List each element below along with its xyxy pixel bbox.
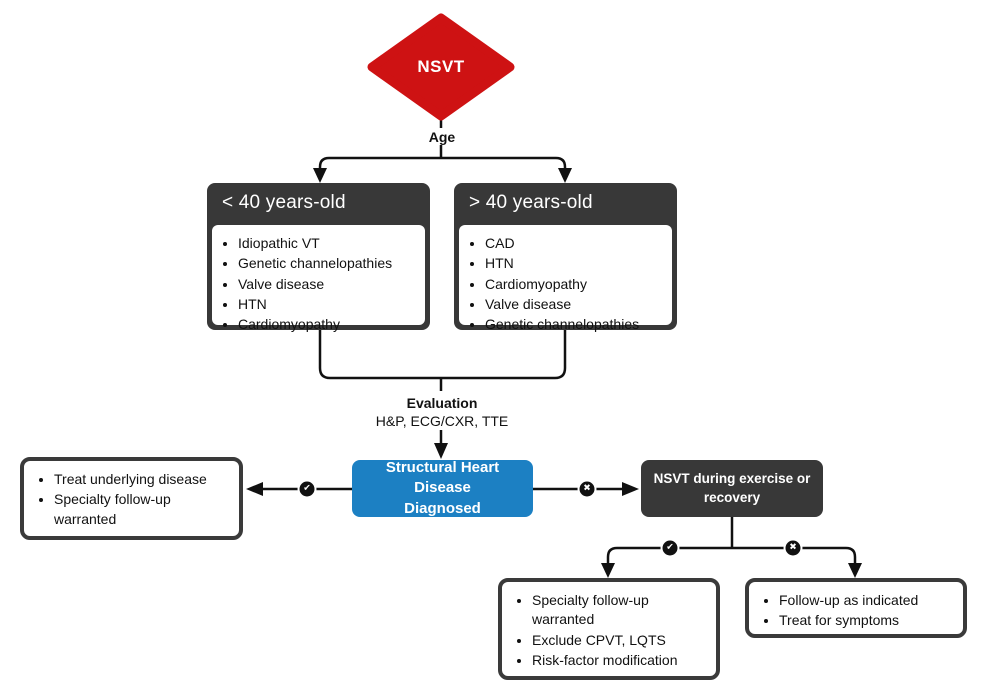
arrowhead-specialty: [601, 563, 615, 578]
age-label: Age: [425, 129, 459, 145]
list-item: Valve disease: [485, 295, 666, 314]
list-item: HTN: [485, 254, 666, 273]
check-glyph: ✔: [303, 483, 311, 494]
check-glyph: ✔: [666, 542, 674, 553]
check-icon: ✔: [660, 538, 680, 558]
list-item: Specialty follow-up warranted: [54, 490, 231, 529]
exercise-label: NSVT during exercise or recovery: [653, 470, 811, 505]
cross-icon: ✖: [783, 538, 803, 558]
arrowhead-exercise: [622, 482, 639, 496]
list-item: Follow-up as indicated: [779, 591, 955, 610]
edge-age-branch: [318, 156, 567, 180]
list-item: Cardiomyopathy: [238, 315, 419, 334]
arrowhead-over40: [558, 168, 572, 183]
nsvt-diamond: [367, 13, 515, 121]
list-item: Treat underlying disease: [54, 470, 231, 489]
over40-box: > 40 years-old CAD HTN Cardiomyopathy Va…: [454, 183, 677, 332]
edge-merge-right: [441, 330, 567, 380]
arrowhead-shd: [434, 443, 448, 459]
treat-list: Treat underlying disease Specialty follo…: [34, 470, 231, 529]
list-item: Cardiomyopathy: [485, 275, 666, 294]
list-item: Genetic channelopathies: [485, 315, 666, 334]
shd-label: Structural Heart Disease Diagnosed: [385, 459, 500, 517]
over40-list-panel: CAD HTN Cardiomyopathy Valve disease Gen…: [459, 225, 672, 332]
cross-icon: ✖: [577, 479, 597, 499]
arrowhead-under40: [313, 168, 327, 183]
shd-box: Structural Heart Disease Diagnosed: [352, 459, 533, 517]
treat-box: Treat underlying disease Specialty follo…: [20, 457, 243, 540]
check-icon: ✔: [297, 479, 317, 499]
list-item: CAD: [485, 234, 666, 253]
evaluation-subtitle: H&P, ECG/CXR, TTE: [372, 413, 512, 429]
list-item: Idiopathic VT: [238, 234, 419, 253]
list-item: Treat for symptoms: [779, 611, 955, 630]
list-item: Exclude CPVT, LQTS: [532, 631, 708, 650]
list-item: HTN: [238, 295, 419, 314]
evaluation-title: Evaluation: [403, 395, 481, 411]
list-item: Specialty follow-up warranted: [532, 591, 708, 630]
specialty-list: Specialty follow-up warranted Exclude CP…: [512, 591, 708, 670]
over40-title: > 40 years-old: [469, 192, 593, 213]
under40-title: < 40 years-old: [222, 192, 346, 213]
edge-exercise-branch: [606, 546, 857, 574]
edge-merge-left: [318, 330, 441, 380]
followup-box: Follow-up as indicated Treat for symptom…: [745, 578, 967, 638]
under40-list: Idiopathic VT Genetic channelopathies Va…: [218, 234, 419, 335]
under40-list-panel: Idiopathic VT Genetic channelopathies Va…: [212, 225, 425, 332]
over40-list: CAD HTN Cardiomyopathy Valve disease Gen…: [465, 234, 666, 335]
followup-list: Follow-up as indicated Treat for symptom…: [759, 591, 955, 631]
under40-box: < 40 years-old Idiopathic VT Genetic cha…: [207, 183, 430, 332]
list-item: Valve disease: [238, 275, 419, 294]
cross-glyph: ✖: [789, 542, 797, 553]
cross-glyph: ✖: [583, 483, 591, 494]
arrowhead-treat: [246, 482, 263, 496]
arrowhead-followup: [848, 563, 862, 578]
nsvt-diamond-label: NSVT: [417, 57, 465, 76]
list-item: Risk-factor modification: [532, 651, 708, 670]
specialty-box: Specialty follow-up warranted Exclude CP…: [498, 578, 720, 680]
exercise-box: NSVT during exercise or recovery: [641, 460, 823, 517]
list-item: Genetic channelopathies: [238, 254, 419, 273]
